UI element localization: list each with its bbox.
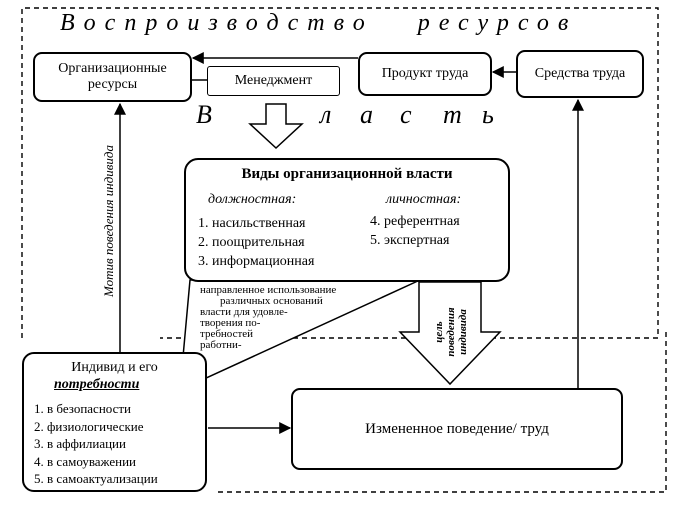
positional-item-2: 2. поощрительная bbox=[198, 235, 305, 250]
reproduction-title-word2: ресурсов bbox=[417, 10, 578, 36]
usage-note-line-7: ков bbox=[176, 351, 390, 362]
need-item-1: 1. в безопасности bbox=[34, 401, 132, 416]
reproduction-title: Воспроизводство ресурсов bbox=[60, 10, 577, 37]
usage-note-line-2: различных оснований bbox=[220, 295, 323, 307]
need-item-5: 5. в самоактуализации bbox=[34, 471, 158, 486]
personal-label: личностная: bbox=[386, 192, 462, 207]
positional-item-1: 1. насильственная bbox=[198, 216, 306, 231]
personal-item-4: 4. референтная bbox=[370, 214, 460, 229]
goal-line-1: цель bbox=[433, 321, 445, 343]
need-item-2: 2. физиологические bbox=[34, 418, 144, 434]
positional-label: должностная: bbox=[208, 192, 297, 207]
usage-note-line-6: работни- bbox=[200, 339, 242, 351]
motive-label-wrap: Мотив поведения индивида bbox=[101, 106, 117, 336]
labor-means-label: Средства труда bbox=[534, 66, 626, 81]
power-down-arrow bbox=[248, 103, 304, 150]
usage-note: направленное использование различных осн… bbox=[176, 284, 390, 362]
usage-note-line-5: требностей bbox=[200, 328, 254, 340]
goal-down-arrow bbox=[398, 281, 502, 386]
needs-label: потребности bbox=[54, 377, 140, 392]
individual-box: Индивид и его потребности 1. в безопасно… bbox=[22, 352, 207, 492]
labor-product-box: Продукт труда bbox=[358, 52, 492, 96]
goal-label: цель поведения индивида bbox=[433, 286, 469, 378]
need-item-4: 4. в самоуважении bbox=[34, 453, 137, 469]
power-letter-5: т bbox=[443, 100, 462, 129]
motive-label: Мотив поведения индивида bbox=[101, 145, 116, 298]
reproduction-title-word1: Воспроизводство bbox=[60, 10, 374, 36]
power-letter-3: а bbox=[360, 100, 373, 129]
usage-note-line-3: власти для удовле- bbox=[200, 306, 288, 318]
management-box: Менеджмент bbox=[207, 66, 340, 96]
goal-line-3: индивида bbox=[457, 309, 469, 355]
individual-line1: Индивид и его bbox=[71, 360, 158, 375]
labor-product-label: Продукт труда bbox=[381, 66, 469, 81]
need-item-3: 3. в аффилиации bbox=[34, 436, 126, 451]
power-types-title: Виды организационной власти bbox=[241, 166, 453, 182]
management-label: Менеджмент bbox=[234, 73, 313, 88]
personal-item-5: 5. экспертная bbox=[370, 233, 450, 248]
personal-list: 4. референтная 5. экспертная bbox=[370, 212, 460, 250]
positional-list: 1. насильственная 2. поощрительная 3. ин… bbox=[198, 214, 314, 271]
changed-behavior-label: Измененное поведение/ труд bbox=[365, 421, 549, 437]
needs-list: 1. в безопасности 2. физиологические 3. … bbox=[34, 400, 158, 488]
changed-behavior-box: Измененное поведение/ труд bbox=[291, 388, 623, 470]
org-resources-box: Организационные ресурсы bbox=[33, 52, 192, 102]
usage-note-line-1: направленное использование bbox=[200, 284, 337, 296]
org-resources-label: Организационные ресурсы bbox=[58, 61, 167, 92]
power-letter-1: В bbox=[196, 100, 212, 129]
positional-item-3: 3. информационная bbox=[198, 254, 315, 269]
power-letter-6: ь bbox=[482, 100, 494, 129]
power-letter-4: с bbox=[400, 100, 412, 129]
usage-note-line-4: творения по- bbox=[200, 317, 261, 329]
labor-means-box: Средства труда bbox=[516, 50, 644, 98]
goal-line-2: поведения bbox=[445, 307, 457, 357]
power-types-box: Виды организационной власти должностная:… bbox=[184, 158, 510, 282]
power-letter-2: л bbox=[320, 100, 332, 129]
